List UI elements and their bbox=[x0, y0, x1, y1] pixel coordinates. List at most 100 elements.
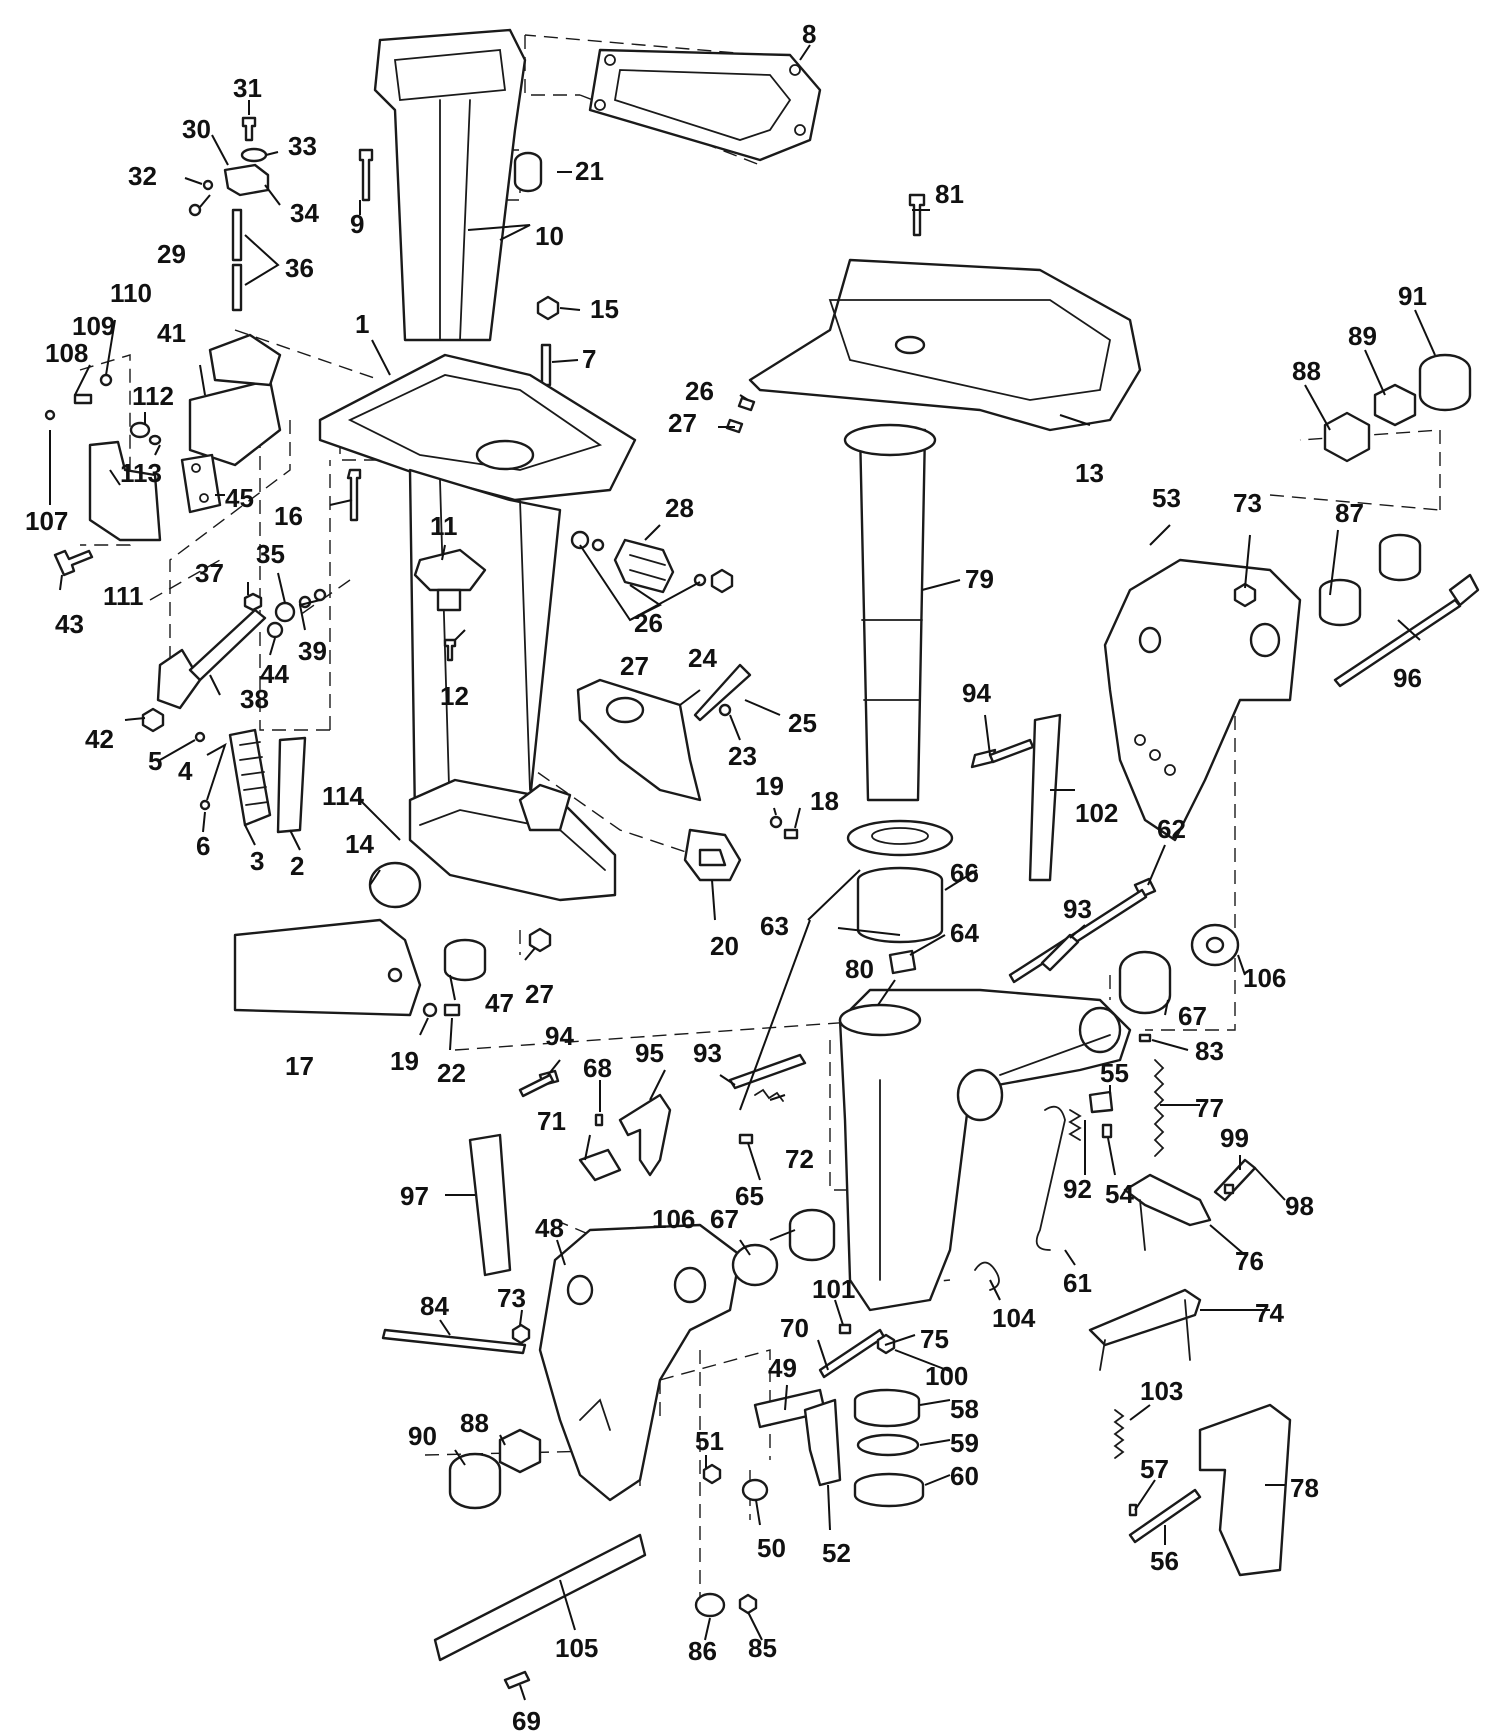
part-48-clamp-bracket bbox=[538, 1223, 742, 1502]
callout-68: 68 bbox=[583, 1053, 612, 1083]
part-95-lever bbox=[618, 1093, 672, 1177]
callout-109: 109 bbox=[72, 311, 115, 341]
part-97-clip bbox=[468, 1133, 512, 1277]
part-18-screw bbox=[783, 828, 799, 840]
part-93-pin bbox=[1040, 933, 1080, 972]
callout-23: 23 bbox=[728, 741, 757, 771]
part-14-plug bbox=[368, 861, 422, 909]
callout-53: 53 bbox=[1152, 483, 1181, 513]
part-70-pin bbox=[818, 1328, 886, 1379]
parts-artwork bbox=[44, 28, 1480, 1690]
callout-108: 108 bbox=[45, 338, 88, 368]
callout-73: 73 bbox=[1233, 488, 1262, 518]
callout-101: 101 bbox=[812, 1274, 855, 1304]
callout-114: 114 bbox=[322, 781, 364, 811]
part-52-lever bbox=[803, 1398, 842, 1487]
callout-104: 104 bbox=[992, 1303, 1036, 1333]
callout-113: 113 bbox=[120, 458, 162, 488]
part-76-lever bbox=[1123, 1173, 1212, 1227]
callout-65: 65 bbox=[735, 1181, 764, 1211]
callout-27: 27 bbox=[668, 408, 697, 438]
callout-102: 102 bbox=[1075, 798, 1118, 828]
callout-33: 33 bbox=[288, 131, 317, 161]
part-61-rod bbox=[1035, 1105, 1066, 1251]
callout-76: 76 bbox=[1235, 1246, 1264, 1276]
part-28-rubber-mount bbox=[613, 538, 675, 594]
part-53-clamp-bracket bbox=[1103, 558, 1302, 842]
callout-78: 78 bbox=[1290, 1473, 1319, 1503]
callout-88: 88 bbox=[1292, 356, 1321, 386]
callout-100: 100 bbox=[925, 1361, 968, 1391]
callout-34: 34 bbox=[290, 198, 319, 228]
callout-99: 99 bbox=[1220, 1123, 1249, 1153]
part-66-bushing bbox=[856, 866, 944, 944]
leader-lines bbox=[49, 44, 1436, 1701]
callout-87: 87 bbox=[1335, 498, 1364, 528]
callout-32: 32 bbox=[128, 161, 157, 191]
part-105-bar bbox=[433, 1533, 647, 1662]
part-63-bushing bbox=[846, 819, 954, 857]
callout-24: 24 bbox=[688, 643, 717, 673]
part-10-exhaust-tube bbox=[373, 28, 527, 342]
callout-105: 105 bbox=[555, 1633, 598, 1663]
callout-26b: 26 bbox=[634, 608, 663, 638]
callout-41: 41 bbox=[157, 318, 186, 348]
part-25-bolt bbox=[693, 663, 752, 722]
callout-49: 49 bbox=[768, 1353, 797, 1383]
callout-35: 35 bbox=[256, 539, 285, 569]
part-96-screw bbox=[1448, 573, 1480, 607]
part-17-cover bbox=[233, 918, 422, 1017]
part-64-washer bbox=[888, 949, 917, 975]
callout-16: 16 bbox=[274, 501, 303, 531]
callout-36: 36 bbox=[285, 253, 314, 283]
callout-92: 92 bbox=[1063, 1174, 1092, 1204]
callout-18: 18 bbox=[810, 786, 839, 816]
part-91-knob bbox=[1418, 353, 1472, 412]
callout-63: 63 bbox=[760, 911, 789, 941]
callout-27c: 27 bbox=[525, 979, 554, 1009]
callout-69: 69 bbox=[512, 1706, 541, 1731]
callout-93b: 93 bbox=[693, 1038, 722, 1068]
callout-91: 91 bbox=[1398, 281, 1427, 311]
callout-95: 95 bbox=[635, 1038, 664, 1068]
part-60-bushing bbox=[853, 1472, 925, 1508]
part-21-grommet bbox=[513, 151, 543, 193]
part-67-bushing bbox=[1118, 950, 1172, 1015]
part-114-cavitation-plate bbox=[408, 778, 617, 902]
part-80-swivel-bracket bbox=[838, 988, 1132, 1312]
part-36-pin bbox=[231, 208, 243, 262]
callout-79: 79 bbox=[965, 564, 994, 594]
part-69-screw bbox=[503, 1670, 531, 1690]
callout-58: 58 bbox=[950, 1394, 979, 1424]
callout-1: 1 bbox=[355, 309, 369, 339]
callout-50: 50 bbox=[757, 1533, 786, 1563]
callout-86: 86 bbox=[688, 1636, 717, 1666]
callout-25: 25 bbox=[788, 708, 817, 738]
callout-42: 42 bbox=[85, 724, 114, 754]
callout-97: 97 bbox=[400, 1181, 429, 1211]
callout-66: 66 bbox=[950, 858, 979, 888]
callout-83: 83 bbox=[1195, 1036, 1224, 1066]
callout-70: 70 bbox=[780, 1313, 809, 1343]
part-104-clip bbox=[974, 1261, 1000, 1291]
part-7-stud bbox=[540, 343, 552, 387]
callout-45: 45 bbox=[225, 483, 254, 513]
callout-54: 54 bbox=[1105, 1179, 1134, 1209]
callout-67b: 67 bbox=[710, 1204, 739, 1234]
part-56-pin bbox=[1128, 1488, 1202, 1544]
callout-67: 67 bbox=[1178, 1001, 1207, 1031]
callout-60: 60 bbox=[950, 1461, 979, 1491]
callout-6: 6 bbox=[196, 831, 210, 861]
part-89-nut bbox=[1373, 383, 1417, 427]
callout-107: 107 bbox=[25, 506, 68, 536]
part-26-bushing bbox=[737, 396, 756, 412]
callout-10: 10 bbox=[535, 221, 564, 251]
part-58-clamp bbox=[853, 1388, 921, 1428]
part-45-plate bbox=[180, 453, 222, 514]
callout-71: 71 bbox=[537, 1106, 566, 1136]
callout-94: 94 bbox=[962, 678, 991, 708]
part-103-spring bbox=[1113, 1409, 1125, 1459]
callout-15: 15 bbox=[590, 294, 619, 324]
part-33-washer bbox=[240, 147, 268, 163]
callout-29: 29 bbox=[157, 239, 186, 269]
